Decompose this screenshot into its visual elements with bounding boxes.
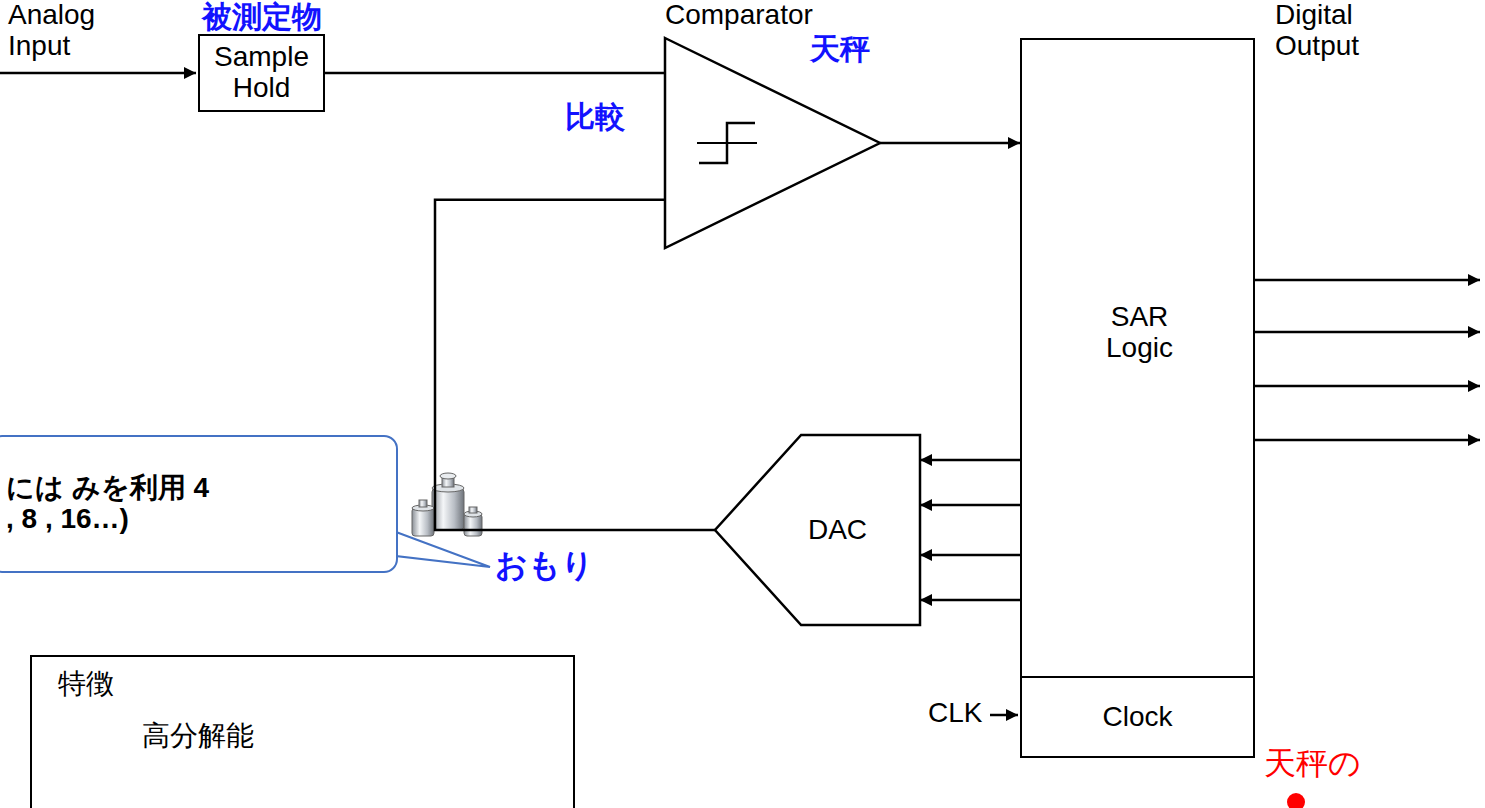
signal-name: CLK [928,698,982,729]
output-arrows [1255,280,1480,440]
callout-bubble: には みを利用 4 , 8 , 16…) [0,435,398,573]
comparator-triangle: Comparator天秤 [665,38,880,248]
signal-wire [325,72,665,75]
feature-box: 特徴高分解能 [30,655,575,808]
triangle-outline [665,38,880,248]
box-label: Sample Hold [206,42,317,104]
block-heading: Comparator [665,0,813,31]
dac-block: DAC [715,435,920,625]
box-heading: 特徴 [58,669,114,700]
block-heading: 被測定物 [202,0,322,33]
box-body: 高分解能 [142,721,254,752]
annotation: おもり [495,548,594,583]
signal-wire [435,200,715,530]
sample-hold-box: 被測定物Sample Hold [198,34,325,112]
box-label: Clock [1102,702,1172,733]
note: 天秤の [1264,746,1361,781]
box-label: SAR Logic [1082,302,1197,364]
box-label: DAC [808,515,867,546]
block-heading: 天秤 [810,32,870,65]
signal-wire [920,459,1020,462]
signal-name: Digital Output [1275,0,1393,62]
sar-logic-box: SAR LogicClock [1020,38,1255,758]
input-arrow [0,72,196,75]
signal-wire [920,504,1020,507]
weights-icon [412,473,482,536]
clock-arrow [990,714,1018,717]
signal-wire [920,554,1020,557]
signal-wire [920,599,1020,602]
signal-wire [880,142,1020,145]
clock-box: Clock [1020,676,1255,758]
signal-name: Analog Input [8,0,118,62]
callout-text: には みを利用 4 , 8 , 16…) [6,473,221,535]
annotation: 比較 [565,100,625,133]
callout-tail [396,532,490,567]
red-dot [1287,793,1305,808]
